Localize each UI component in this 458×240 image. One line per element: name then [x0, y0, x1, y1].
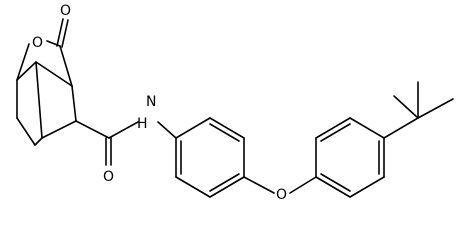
- ring2-inner-bond-1: [320, 123, 351, 142]
- methyl-bond-right: [417, 98, 454, 119]
- carbonyl-to-top-bridgehead-bond: [59, 45, 73, 87]
- ring2-bond-6: [315, 176, 351, 198]
- bicyclic-lactone-cage: [16, 18, 77, 146]
- ch2-b-to-bridgehead-bond: [34, 137, 43, 146]
- lactone-carbonyl-oxygen-label: O: [60, 3, 71, 19]
- amide-carbon-to-n-bond: [108, 121, 139, 139]
- methyl-bond-left: [393, 95, 419, 119]
- bridge-bond-c: [35, 61, 43, 139]
- ring2-bond-3: [349, 117, 385, 139]
- ch-to-amide-carbon-bond: [75, 120, 110, 139]
- ether-oxygen-label: O: [276, 187, 287, 203]
- amide-carbonyl-oxygen-label: O: [103, 169, 114, 185]
- ring1-to-ether-o-bond: [243, 176, 275, 194]
- amide-nitrogen-label: N: [146, 94, 156, 110]
- ring2-inner-bond-3: [320, 173, 351, 192]
- bridge-bond-b: [35, 61, 73, 87]
- chemical-structure-diagram: O O N H O O: [16, 3, 454, 203]
- ch2-a-to-ch2-b-bond: [16, 117, 36, 146]
- ring1-bond-2: [209, 117, 245, 139]
- ether-bridge: [243, 176, 317, 194]
- ring1-inner-bond-1: [209, 123, 240, 142]
- tert-butyl-group: [383, 81, 454, 139]
- ether-o-to-ring2-bond: [289, 176, 317, 194]
- ring1-bond-1: [175, 117, 211, 139]
- lactone-o-to-carbonyl-bond: [46, 40, 61, 47]
- ring1-inner-bond-2: [209, 173, 240, 192]
- bridgehead-to-ch-bond: [71, 85, 77, 122]
- lactone-ring-oxygen-label: O: [32, 35, 43, 51]
- amide-linker: [75, 120, 177, 166]
- ring2-bond-2: [315, 117, 351, 139]
- lactone-o-to-bridgehead-bond: [16, 43, 30, 81]
- amide-hydrogen-label: H: [137, 116, 148, 132]
- phenylene-ring-1: [175, 117, 245, 198]
- lactone-carbonyl-bond-a: [61, 19, 69, 48]
- atom-labels: O O N H O O: [32, 3, 287, 203]
- ring1-bond-5: [175, 176, 211, 198]
- ring1-bond-4: [209, 176, 245, 198]
- ring2-bond-5: [349, 176, 385, 198]
- ring2-to-quaternary-c-bond: [383, 117, 419, 139]
- n-to-aryl-bond: [157, 121, 177, 139]
- lower-bridgehead-to-ch-bond: [41, 120, 77, 139]
- phenylene-ring-2: [315, 117, 385, 198]
- bridge-bond-a: [16, 61, 37, 81]
- lactone-carbonyl-bond-b: [56, 18, 64, 47]
